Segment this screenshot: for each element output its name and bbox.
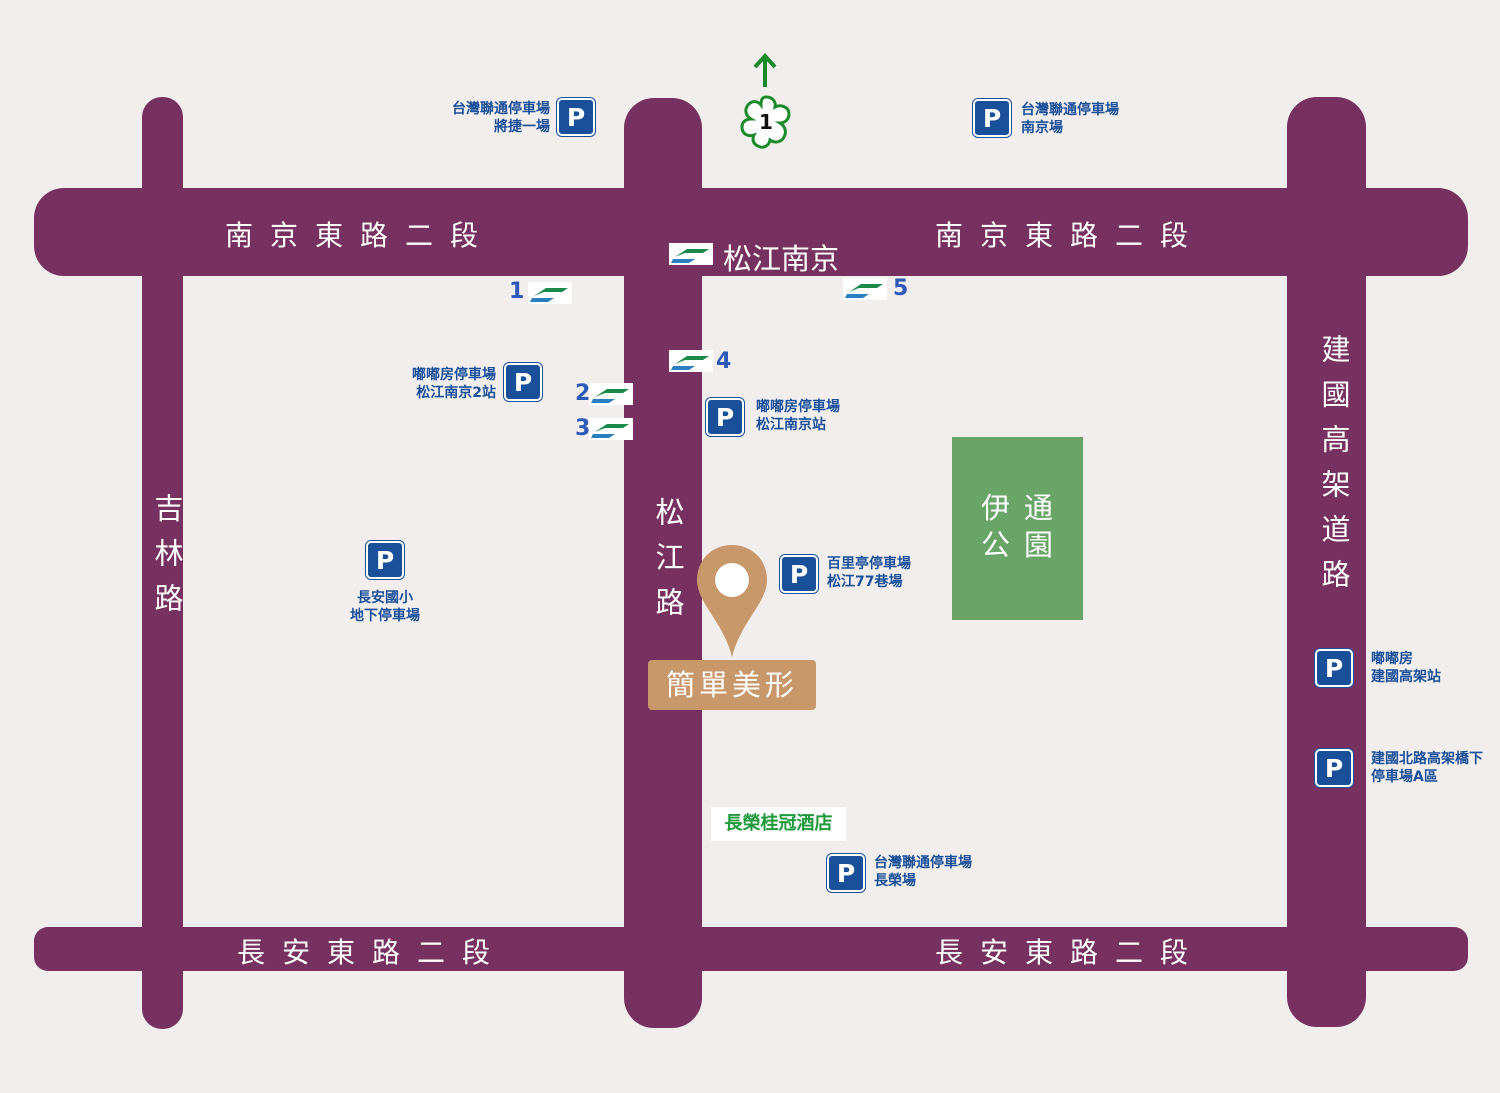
north-arrow-icon bbox=[753, 53, 777, 87]
park-label-line1: 伊通 bbox=[981, 491, 1068, 525]
road-label-jilin: 吉林路 bbox=[150, 493, 184, 628]
parking-icon: P bbox=[557, 98, 595, 136]
metro-exit-5-icon bbox=[843, 278, 887, 300]
parking-label: 嘟嘟房建國高架站 bbox=[1371, 651, 1441, 685]
metro-exit-1-icon bbox=[528, 282, 572, 304]
road-label-changan-east: 長安東路二段 bbox=[935, 936, 1206, 969]
parking-label: 百里亭停車場松江77巷場 bbox=[827, 556, 911, 590]
metro-station-name: 松江南京 bbox=[723, 242, 840, 276]
highway-number: 1 bbox=[759, 110, 773, 134]
road-label-jianguo: 建國高架道路 bbox=[1317, 334, 1351, 604]
parking-icon: P bbox=[827, 854, 865, 892]
parking-label: 長安國小地下停車場 bbox=[350, 590, 420, 624]
metro-exit-2-number: 2 bbox=[575, 381, 591, 406]
parking-label: 嘟嘟房停車場松江南京站 bbox=[756, 399, 840, 433]
parking-label: 台灣聯通停車場將捷一場 bbox=[452, 101, 550, 135]
nanjing-east-road bbox=[34, 188, 1468, 276]
road-label-changan-west: 長安東路二段 bbox=[237, 936, 508, 969]
parking-icon: P bbox=[1315, 749, 1353, 787]
changan-east-road bbox=[34, 927, 1468, 971]
park-label-line2: 公園 bbox=[981, 528, 1068, 562]
jianguo-road bbox=[1287, 97, 1366, 1027]
parking-label: 建國北路高架橋下停車場A區 bbox=[1371, 751, 1483, 785]
jilin-road bbox=[142, 97, 183, 1029]
parking-icon: P bbox=[366, 541, 404, 579]
hotel-landmark: 長榮桂冠酒店 bbox=[711, 807, 846, 841]
metro-exit-4-icon bbox=[669, 350, 713, 372]
destination-label[interactable]: 簡單美形 bbox=[648, 660, 816, 710]
parking-icon: P bbox=[504, 363, 542, 401]
location-pin-icon[interactable] bbox=[695, 543, 769, 659]
metro-exit-1-number: 1 bbox=[509, 279, 525, 304]
highway-shield-icon: 1 bbox=[740, 95, 791, 149]
road-label-nanjing-east: 南京東路二段 bbox=[935, 219, 1206, 252]
road-label-nanjing-west: 南京東路二段 bbox=[225, 219, 496, 252]
parking-icon: P bbox=[780, 555, 818, 593]
parking-label: 台灣聯通停車場長榮場 bbox=[874, 855, 972, 889]
parking-icon: P bbox=[706, 398, 744, 436]
yitong-park bbox=[952, 437, 1083, 620]
metro-exit-2-icon bbox=[589, 383, 633, 405]
parking-icon: P bbox=[973, 99, 1011, 137]
parking-icon: P bbox=[1315, 649, 1353, 687]
parking-label: 嘟嘟房停車場松江南京2站 bbox=[412, 367, 496, 401]
metro-exit-5-number: 5 bbox=[893, 276, 909, 301]
road-label-songjiang: 松江路 bbox=[651, 497, 685, 632]
metro-exit-3-icon bbox=[589, 418, 633, 440]
metro-station-icon bbox=[669, 243, 713, 265]
metro-exit-3-number: 3 bbox=[575, 416, 591, 441]
metro-exit-4-number: 4 bbox=[716, 349, 732, 374]
parking-label: 台灣聯通停車場南京場 bbox=[1021, 102, 1119, 136]
